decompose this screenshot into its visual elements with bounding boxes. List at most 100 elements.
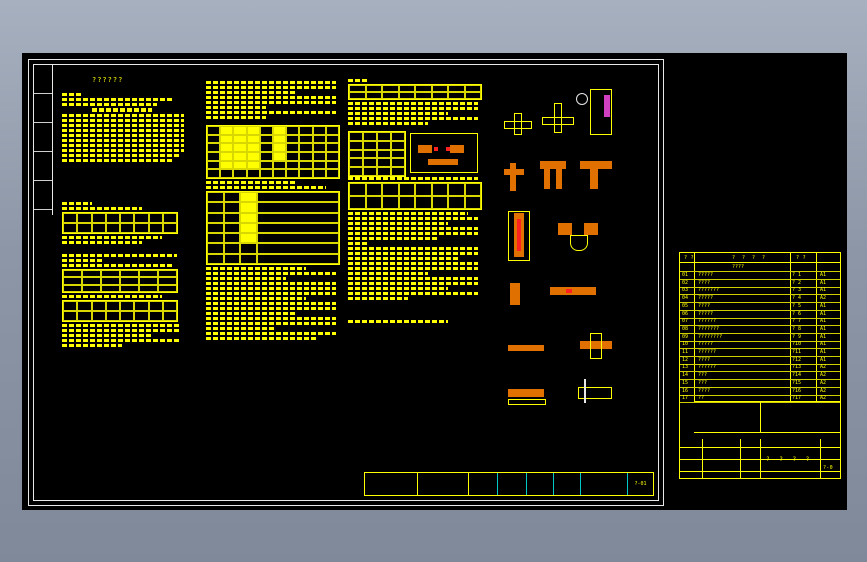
- detail-drawing-1: [504, 111, 534, 139]
- index-row: 14??? ?14 A2: [680, 371, 840, 381]
- index-row-code: ? 7: [792, 318, 802, 325]
- index-row-size: A1: [820, 272, 827, 278]
- reinforcement-table: [206, 191, 340, 265]
- detail-drawing-7: [508, 211, 532, 267]
- index-row-number: 01: [682, 272, 689, 278]
- index-notes-box: [694, 401, 840, 433]
- index-row-number: 06: [682, 310, 689, 317]
- index-row-code: ? 6: [792, 310, 802, 317]
- detail-drawing-2: [542, 103, 576, 137]
- index-row-name: ???: [698, 372, 708, 379]
- detail-drawing-6: [580, 161, 614, 197]
- notes-column-1: ??????: [62, 77, 190, 349]
- index-row-size: A1: [820, 333, 827, 340]
- index-row-size: A2: [820, 379, 827, 386]
- index-footer-code: ?-0: [823, 465, 833, 471]
- notes-table-6: [348, 182, 482, 210]
- index-row-size: A1: [820, 279, 827, 286]
- index-row-name: ??????: [698, 349, 717, 355]
- index-row-number: 12: [682, 356, 689, 363]
- index-header-size: ? ?: [796, 255, 806, 261]
- index-row-number: 02: [682, 279, 689, 286]
- index-row-code: ?17: [792, 395, 802, 402]
- index-row-name: ????: [698, 302, 711, 309]
- detail-drawing-14: [578, 379, 614, 411]
- notes-column-3: [348, 77, 486, 325]
- index-row-code: ? 2: [792, 279, 802, 286]
- index-row-number: 07: [682, 318, 689, 325]
- index-row-name: ???????: [698, 287, 720, 294]
- detail-drawing-11: [508, 339, 548, 363]
- notes-table-4: [348, 84, 482, 100]
- index-row-size: A1: [820, 341, 827, 348]
- index-row: 11?????? ?11 A1: [680, 348, 840, 357]
- index-row-code: ?15: [792, 379, 802, 386]
- notes-table-3: [62, 300, 178, 322]
- index-row-size: A1: [820, 349, 827, 355]
- index-row-number: 11: [682, 349, 689, 355]
- cad-viewport[interactable]: ??????: [22, 53, 847, 510]
- index-row-size: A1: [820, 356, 827, 363]
- detail-drawings-area: [498, 77, 648, 417]
- index-row-number: 13: [682, 364, 689, 371]
- index-row-code: ? 8: [792, 325, 802, 332]
- index-first-row: ????: [732, 264, 745, 270]
- detail-drawing-3: [576, 89, 628, 139]
- index-row-size: A1: [820, 310, 827, 317]
- binding-strip: [34, 65, 53, 215]
- detail-drawing-4: [504, 163, 530, 199]
- index-header: ? ? ? ? ? ? ? ?: [680, 253, 840, 263]
- index-row-size: A1: [820, 318, 827, 325]
- index-row: 06????? ? 6 A1: [680, 310, 840, 319]
- index-row-code: ?11: [792, 349, 802, 355]
- title-block: ?-01: [364, 472, 654, 496]
- index-footer-title: ? ? ? ?: [766, 456, 813, 463]
- index-row-code: ?14: [792, 372, 802, 379]
- index-row-number: 08: [682, 325, 689, 332]
- index-header-col: ? ?: [684, 255, 694, 261]
- detail-drawing-9: [504, 283, 528, 313]
- index-row-size: A1: [820, 302, 827, 309]
- index-row-number: 14: [682, 372, 689, 379]
- index-row-code: ?10: [792, 341, 802, 348]
- index-row-name: ?????: [698, 272, 714, 278]
- index-row-name: ??????: [698, 364, 717, 371]
- notes-column-2: [206, 79, 346, 342]
- drawing-sheet-border: ??????: [33, 64, 659, 501]
- index-row-number: 10: [682, 341, 689, 348]
- index-row: 07?????? ? 7 A1: [680, 317, 840, 327]
- index-row-size: A2: [820, 372, 827, 379]
- material-table: [206, 125, 340, 179]
- index-row-code: ? 9: [792, 333, 802, 340]
- index-row-code: ? 4: [792, 295, 802, 302]
- notes-table-1: [62, 212, 178, 234]
- index-row-name: ??: [698, 395, 705, 402]
- notes-table-5: [348, 131, 406, 177]
- index-row-size: A2: [820, 295, 827, 302]
- index-row-name: ???: [698, 379, 708, 386]
- index-row-size: A1: [820, 287, 827, 294]
- index-row-number: 17: [682, 395, 689, 402]
- index-row-number: 04: [682, 295, 689, 302]
- index-row-number: 16: [682, 387, 689, 394]
- index-title-block: ? ? ? ? ?-0: [680, 439, 840, 478]
- sheet-heading: ??????: [92, 76, 124, 84]
- index-row-size: A1: [820, 325, 827, 332]
- joint-detail-diagram: [410, 133, 478, 173]
- notes-table-2: [62, 269, 178, 293]
- index-row-name: ?????: [698, 310, 714, 317]
- index-row-size: A2: [820, 364, 827, 371]
- index-row-name: ??????: [698, 318, 717, 325]
